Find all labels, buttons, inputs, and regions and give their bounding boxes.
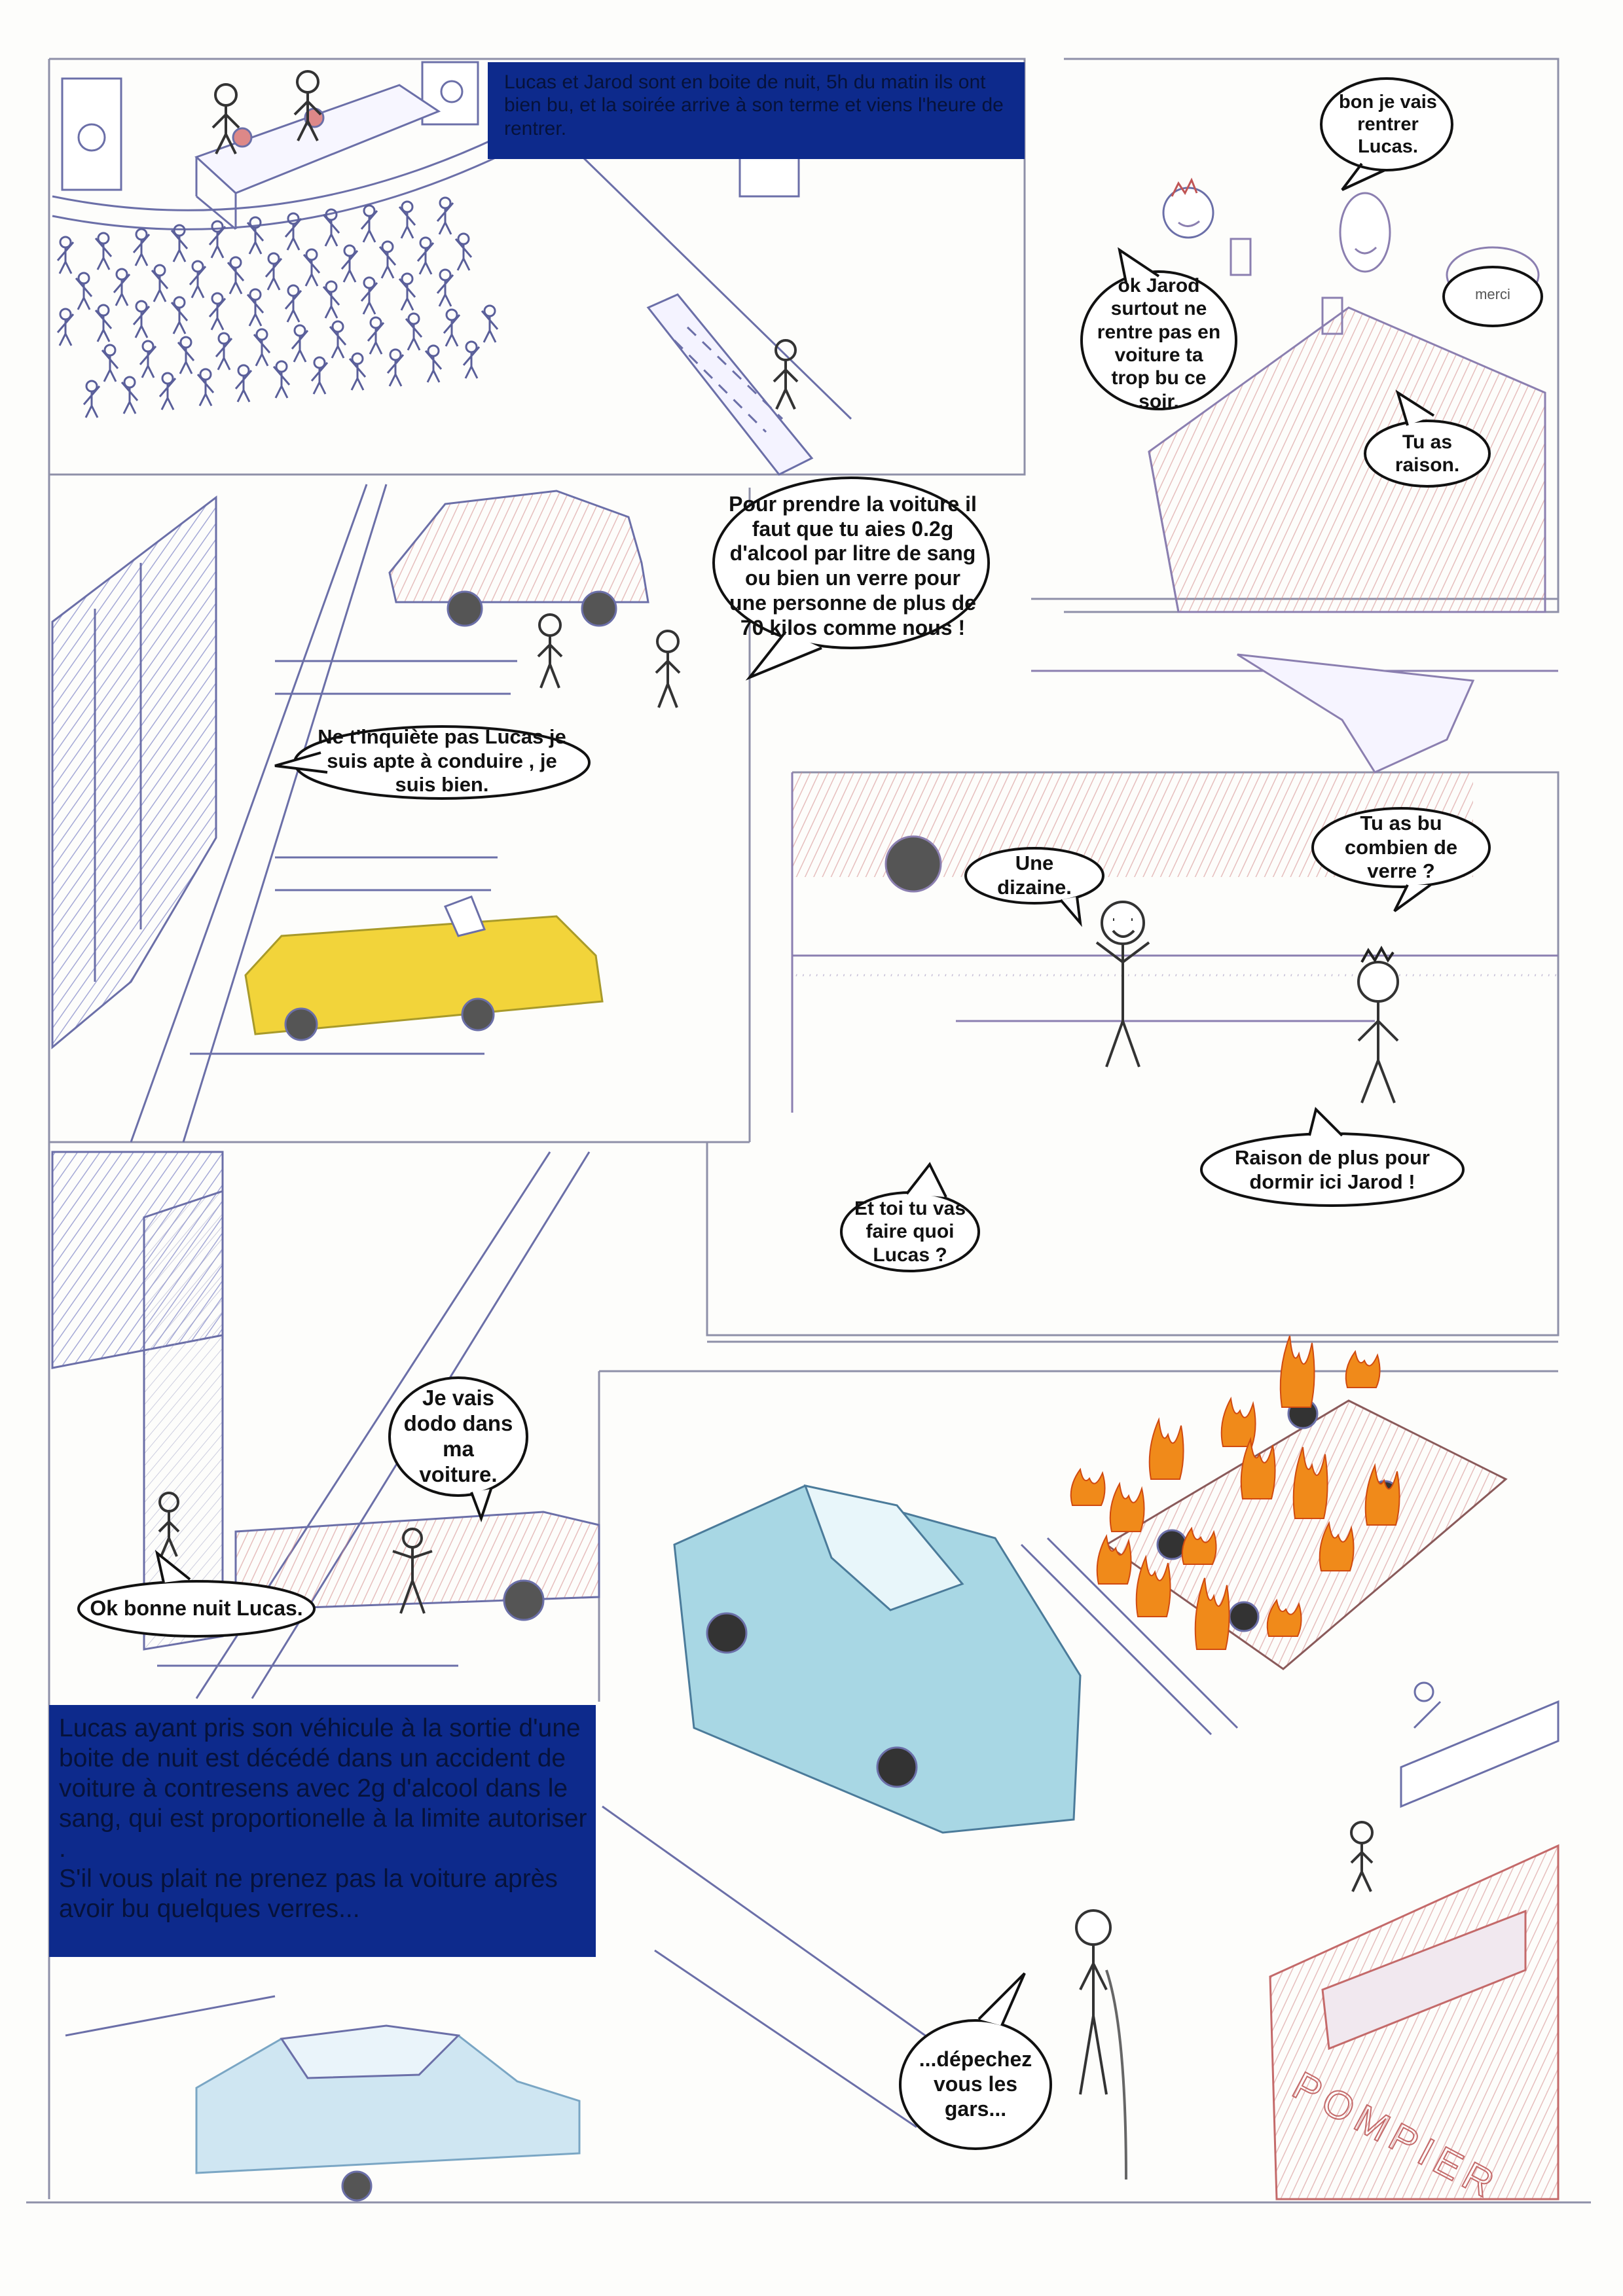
dancer-body xyxy=(56,242,75,274)
dancer-body xyxy=(424,350,443,383)
dancer-body xyxy=(405,318,423,351)
dancer-body xyxy=(367,322,385,355)
bubble-tu-as-raison: Tu as raison. xyxy=(1395,431,1460,476)
dancer-body xyxy=(443,314,461,347)
dancer-body xyxy=(310,362,329,395)
flame xyxy=(1240,1437,1276,1499)
flame xyxy=(1364,1463,1400,1526)
flame xyxy=(1070,1467,1106,1506)
flame xyxy=(1096,1534,1132,1585)
dancer-body xyxy=(94,310,113,342)
dancer-body xyxy=(170,230,189,262)
dancer-body xyxy=(386,354,405,387)
dancer-body xyxy=(189,266,207,298)
dancer-body xyxy=(158,378,177,410)
dancer-body xyxy=(398,278,416,311)
panel-bar xyxy=(1148,177,1546,613)
flame xyxy=(1181,1526,1217,1565)
dancer-body xyxy=(196,374,215,406)
bubble-bonne-nuit: Ok bonne nuit Lucas. xyxy=(90,1596,303,1621)
bubble-rentrer: bon je vais rentrer Lucas. xyxy=(1339,91,1437,158)
dancer-body xyxy=(56,314,75,346)
dancer-body xyxy=(322,286,340,319)
dancer-body xyxy=(170,302,189,334)
dancer-body xyxy=(253,334,271,367)
flame xyxy=(1292,1446,1328,1519)
dancer-body xyxy=(360,282,378,315)
dancing-crowd xyxy=(56,196,499,418)
dancer-body xyxy=(378,246,397,279)
bubble-et-toi: Et toi tu vas faire quoi Lucas ? xyxy=(854,1197,966,1266)
flame xyxy=(1109,1481,1145,1532)
dancer-body xyxy=(151,270,169,302)
flame xyxy=(1279,1335,1315,1408)
dancer-body xyxy=(177,342,195,374)
dancer-body xyxy=(340,250,359,283)
dancer-body xyxy=(132,234,151,266)
dancer-body xyxy=(284,290,302,323)
dancer-body xyxy=(75,278,93,310)
dancer-body xyxy=(436,202,454,235)
panel-sidewalk-talk xyxy=(791,653,1558,1113)
bubble-raison-de-plus: Raison de plus pour dormir ici Jarod ! xyxy=(1235,1145,1430,1193)
dancer-body xyxy=(348,358,367,391)
bubble-dizaine: Une dizaine. xyxy=(997,852,1072,899)
flame xyxy=(1194,1577,1230,1650)
flame xyxy=(1266,1598,1302,1637)
dancer-body xyxy=(291,330,309,363)
dancer-body xyxy=(234,370,253,403)
panel-accident xyxy=(602,1398,1559,2200)
dancer-body xyxy=(284,218,302,251)
dancer-body xyxy=(360,210,378,243)
caption-ending: Lucas ayant pris son véhicule à la sorti… xyxy=(55,1710,592,1952)
dancer-body xyxy=(215,338,233,370)
dancer-body xyxy=(481,310,499,343)
dancer-body xyxy=(101,350,119,382)
flame xyxy=(1345,1350,1381,1388)
dancer-body xyxy=(120,382,139,414)
bubble-pour-prendre: Pour prendre la voiture il faut que tu a… xyxy=(729,492,977,639)
dancer-body xyxy=(302,254,321,287)
dancer-body xyxy=(454,238,473,271)
dancer-body xyxy=(227,262,245,295)
bubble-ok-jarod: ok Jarod surtout ne rentre pas en voitur… xyxy=(1097,274,1221,412)
dancer-body xyxy=(398,206,416,239)
dancer-body xyxy=(329,326,347,359)
panel-parked-car xyxy=(65,1995,581,2202)
stick-figures xyxy=(158,70,1399,2180)
bubble-dodo: Je vais dodo dans ma voiture. xyxy=(403,1386,513,1486)
bubble-ne-t-inquiete: Ne t'inquiète pas Lucas je suis apte à c… xyxy=(318,725,566,797)
dancer-body xyxy=(272,366,291,399)
dancer-body xyxy=(264,258,283,291)
bubble-merci: merci xyxy=(1475,286,1510,303)
dancer-body xyxy=(246,222,264,255)
dancer-body xyxy=(436,274,454,307)
dancer-body xyxy=(416,242,435,275)
dancer-body xyxy=(462,346,481,379)
bubble-depechez: ...dépechez vous les gars... xyxy=(919,2047,1032,2121)
dancer-body xyxy=(139,346,157,378)
caption-intro: Lucas et Jarod sont en boite de nuit, 5h… xyxy=(498,68,1021,153)
bubble-combien: Tu as bu combien de verre ? xyxy=(1344,812,1458,883)
dancer-body xyxy=(113,274,131,306)
panel-street-parking xyxy=(51,484,649,1143)
flame xyxy=(1319,1520,1355,1571)
fire-flames xyxy=(1070,1335,1400,1650)
flame xyxy=(1220,1396,1256,1447)
dancer-body xyxy=(322,214,340,247)
dancer-body xyxy=(82,386,101,418)
dancer-body xyxy=(208,298,227,331)
flame xyxy=(1135,1554,1171,1617)
dancer-body xyxy=(132,306,151,338)
dancer-body xyxy=(208,226,227,259)
speech-bubble-shapes xyxy=(77,77,1543,2150)
dancer-body xyxy=(246,294,264,327)
panel-nightclub xyxy=(52,61,852,476)
dancer-body xyxy=(94,238,113,270)
flame xyxy=(1148,1417,1184,1480)
